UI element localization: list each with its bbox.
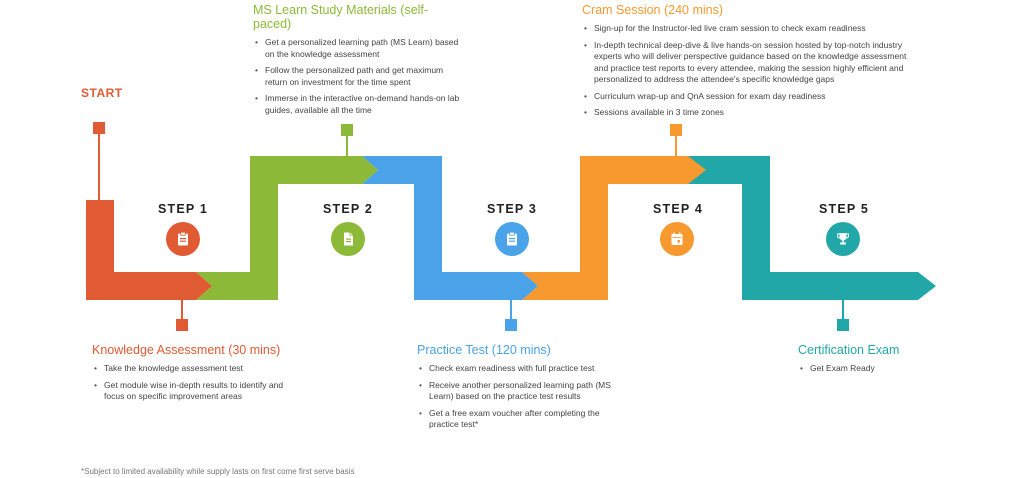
step5-marker — [837, 319, 849, 331]
start-label: START — [81, 86, 123, 100]
step-4-icon-circle — [660, 222, 694, 256]
start-marker — [93, 122, 105, 134]
list-item: Curriculum wrap-up and QnA session for e… — [584, 91, 922, 103]
practice-test-title: Practice Test (120 mins) — [417, 343, 551, 357]
footnote: *Subject to limited availability while s… — [81, 467, 355, 476]
ms-learn-block: MS Learn Study Materials (self-paced) Ge… — [253, 3, 463, 121]
step-5-label: STEP 5 — [818, 202, 870, 216]
certification-exam-list: Get Exam Ready — [798, 363, 958, 375]
step1-ribbon — [86, 200, 212, 300]
knowledge-assessment-title: Knowledge Assessment (30 mins) — [92, 343, 281, 357]
ms-learn-list: Get a personalized learning path (MS Lea… — [253, 37, 463, 116]
list-item: Get Exam Ready — [800, 363, 958, 375]
step2-marker — [341, 124, 353, 136]
ms-learn-title: MS Learn Study Materials (self-paced) — [253, 3, 429, 31]
clipboard-icon — [507, 231, 517, 246]
list-item: Take the knowledge assessment test — [94, 363, 287, 375]
step-1-icon-circle — [166, 222, 200, 256]
practice-test-list: Check exam readiness with full practice … — [417, 363, 622, 431]
clipboard-icon — [178, 231, 188, 246]
step-4-label: STEP 4 — [652, 202, 704, 216]
step4-ribbon — [522, 156, 706, 300]
list-item: Immerse in the interactive on-demand han… — [255, 93, 463, 116]
certification-exam-title: Certification Exam — [798, 343, 900, 357]
knowledge-assessment-block: Knowledge Assessment (30 mins) Take the … — [92, 343, 287, 408]
cram-session-title: Cram Session (240 mins) — [582, 3, 724, 17]
step3-marker — [505, 319, 517, 331]
step4-marker — [670, 124, 682, 136]
certification-exam-block: Certification Exam Get Exam Ready — [798, 343, 958, 380]
list-item: Get a personalized learning path (MS Lea… — [255, 37, 463, 60]
step-5-icon-circle — [826, 222, 860, 256]
step-3-icon-circle — [495, 222, 529, 256]
step3-ribbon — [362, 156, 538, 300]
document-icon — [344, 232, 353, 246]
step-1-label: STEP 1 — [157, 202, 209, 216]
step-2-label: STEP 2 — [322, 202, 374, 216]
list-item: Sign-up for the Instructor-led live cram… — [584, 23, 922, 35]
cram-session-list: Sign-up for the Instructor-led live cram… — [582, 23, 922, 119]
list-item: Sessions available in 3 time zones — [584, 107, 922, 119]
list-item: Follow the personalized path and get max… — [255, 65, 463, 88]
knowledge-assessment-list: Take the knowledge assessment test Get m… — [92, 363, 287, 403]
calendar-icon — [671, 232, 683, 245]
list-item: Check exam readiness with full practice … — [419, 363, 622, 375]
list-item: Get a free exam voucher after completing… — [419, 408, 622, 431]
step-3-label: STEP 3 — [486, 202, 538, 216]
list-item: In-depth technical deep-dive & live hand… — [584, 40, 922, 86]
trophy-icon — [836, 233, 850, 245]
step2-ribbon — [196, 156, 378, 300]
list-item: Receive another personalized learning pa… — [419, 380, 622, 403]
practice-test-block: Practice Test (120 mins) Check exam read… — [417, 343, 622, 436]
cram-session-block: Cram Session (240 mins) Sign-up for the … — [582, 3, 922, 124]
step1-marker — [176, 319, 188, 331]
step-2-icon-circle — [331, 222, 365, 256]
step5-ribbon — [688, 156, 936, 300]
list-item: Get module wise in-depth results to iden… — [94, 380, 287, 403]
